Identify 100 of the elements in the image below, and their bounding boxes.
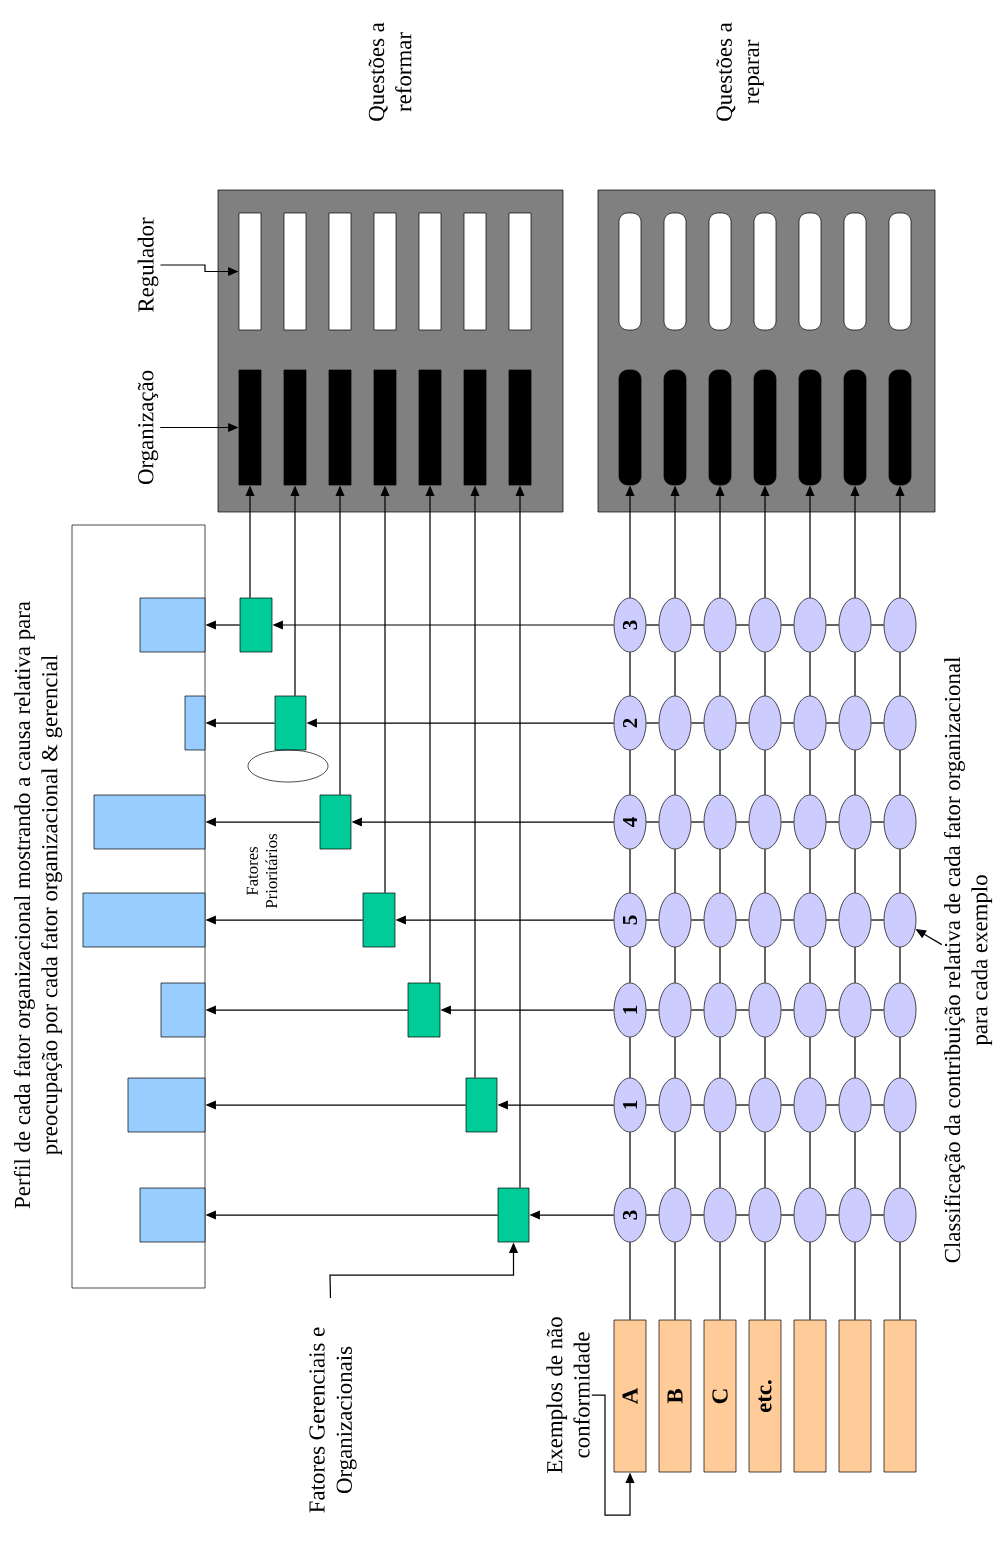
connector-line bbox=[809, 946, 811, 984]
rating-oval bbox=[838, 1187, 872, 1243]
connector-line bbox=[629, 1036, 631, 1079]
slot-bar bbox=[663, 212, 687, 331]
rating-oval bbox=[883, 1187, 917, 1243]
profile-bar bbox=[160, 982, 206, 1038]
slot-bar bbox=[508, 212, 532, 331]
connector-line bbox=[825, 1214, 840, 1216]
connector-line bbox=[629, 848, 631, 894]
slot-bar bbox=[418, 212, 442, 331]
connector-line bbox=[735, 1104, 750, 1106]
label-text: Classificação da contribuição relativa de cada fator organizacional para cada exemplo bbox=[943, 657, 993, 1263]
connector-line bbox=[764, 946, 766, 984]
connector-line bbox=[854, 946, 856, 984]
connector-line bbox=[719, 848, 721, 894]
connector-line bbox=[674, 1241, 676, 1321]
connector-line bbox=[870, 1104, 885, 1106]
rating-oval bbox=[748, 695, 782, 751]
rating-oval bbox=[703, 695, 737, 751]
slot-bar bbox=[328, 212, 352, 331]
rating-oval bbox=[703, 1077, 737, 1133]
connector-line bbox=[809, 749, 811, 796]
slot-bar bbox=[753, 369, 777, 486]
connector-line bbox=[825, 722, 840, 724]
profile-bar bbox=[82, 892, 206, 948]
connector-line bbox=[854, 1036, 856, 1079]
connector-line bbox=[735, 919, 750, 921]
example-box: etc. bbox=[748, 1319, 782, 1473]
slot-bar bbox=[888, 369, 912, 486]
rating-oval bbox=[748, 892, 782, 948]
connector-line bbox=[764, 848, 766, 894]
profile-bar bbox=[139, 597, 206, 653]
connector-line bbox=[854, 651, 856, 697]
rating-oval bbox=[793, 597, 827, 653]
connector-line bbox=[780, 1009, 795, 1011]
slot-bar bbox=[798, 212, 822, 331]
example-box: A bbox=[613, 1319, 647, 1473]
rating-oval bbox=[658, 982, 692, 1038]
connector-line bbox=[854, 1241, 856, 1321]
rating-oval bbox=[883, 982, 917, 1038]
connector-line bbox=[719, 946, 721, 984]
slot-bar bbox=[798, 369, 822, 486]
slot-bar bbox=[373, 369, 397, 486]
rating-oval bbox=[883, 892, 917, 948]
connector-line bbox=[809, 1036, 811, 1079]
connector-line bbox=[629, 749, 631, 796]
rating-oval bbox=[838, 892, 872, 948]
connector-line bbox=[674, 749, 676, 796]
connector-line bbox=[719, 651, 721, 697]
rating-oval bbox=[883, 597, 917, 653]
connector-line bbox=[674, 946, 676, 984]
rating-oval bbox=[703, 1187, 737, 1243]
label-text: Organização bbox=[137, 370, 159, 485]
rating-oval bbox=[748, 1077, 782, 1133]
rating-oval bbox=[838, 597, 872, 653]
connector-line bbox=[629, 651, 631, 697]
rating-oval bbox=[793, 794, 827, 850]
slot-bar bbox=[238, 212, 262, 331]
slot-bar bbox=[708, 212, 732, 331]
connector-line bbox=[690, 1214, 705, 1216]
slot-bar bbox=[508, 369, 532, 486]
slot-bar bbox=[618, 212, 642, 331]
rating-oval: 3 bbox=[613, 597, 647, 653]
factor-box bbox=[497, 1187, 530, 1243]
connector-line bbox=[690, 624, 705, 626]
connector-line bbox=[780, 1104, 795, 1106]
connector-line bbox=[809, 651, 811, 697]
connector-line bbox=[629, 946, 631, 984]
rating-oval bbox=[883, 794, 917, 850]
connector-line bbox=[870, 919, 885, 921]
rating-oval bbox=[658, 1187, 692, 1243]
connector-line bbox=[645, 821, 660, 823]
connector-line bbox=[629, 1131, 631, 1189]
example-box bbox=[838, 1319, 872, 1473]
connector-line bbox=[780, 1214, 795, 1216]
rating-oval bbox=[748, 597, 782, 653]
connector-line bbox=[735, 624, 750, 626]
connector-line bbox=[870, 624, 885, 626]
rating-oval bbox=[883, 695, 917, 751]
rating-oval bbox=[658, 794, 692, 850]
connector-line bbox=[825, 919, 840, 921]
rating-oval bbox=[703, 794, 737, 850]
connector-line bbox=[899, 1131, 901, 1189]
connector-line bbox=[780, 919, 795, 921]
rating-oval bbox=[838, 695, 872, 751]
connector-line bbox=[690, 919, 705, 921]
factor-box bbox=[274, 695, 307, 751]
connector-line bbox=[899, 946, 901, 984]
connector-line bbox=[780, 624, 795, 626]
rating-oval bbox=[838, 794, 872, 850]
connector-line bbox=[809, 1241, 811, 1321]
connector-line bbox=[825, 624, 840, 626]
rating-oval bbox=[838, 1077, 872, 1133]
example-box: C bbox=[703, 1319, 737, 1473]
panel-heading: Questões a reformar bbox=[368, 22, 412, 121]
rating-oval bbox=[793, 982, 827, 1038]
chart-heading: Perfil de cada fator organizacional mostrando a causa relativa para preocupação por cada fator organizacional & gerencial bbox=[13, 601, 63, 1209]
connector-line bbox=[690, 1009, 705, 1011]
rating-oval bbox=[793, 695, 827, 751]
connector-line bbox=[645, 919, 660, 921]
